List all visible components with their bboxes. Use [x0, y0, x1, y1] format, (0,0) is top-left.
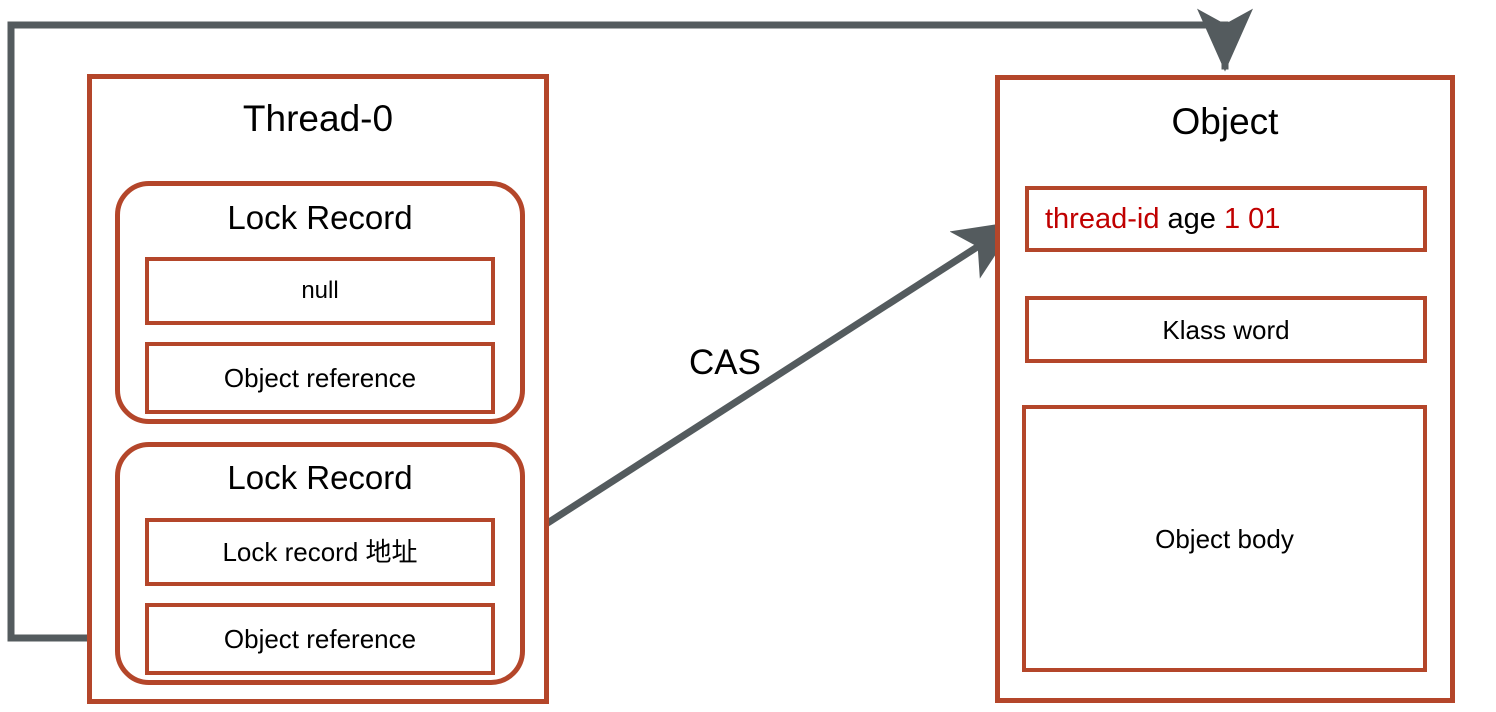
object-title: Object [1171, 101, 1279, 142]
object-klass-word-row: Klass word [1025, 296, 1427, 363]
cas-label: CAS [689, 343, 761, 382]
lock-record-2-title: Lock Record [227, 459, 413, 496]
object-klass-word-label: Klass word [1162, 314, 1290, 345]
thread-title: Thread-0 [242, 98, 394, 139]
mark-word-age: age [1167, 202, 1216, 235]
mark-word-bits: 1 01 [1223, 202, 1281, 235]
lock-record-1-row-object-reference-label: Object reference [223, 363, 417, 393]
object-body-row: Object body [1022, 405, 1427, 672]
lock-record-2-row-object-reference: Object reference [145, 603, 495, 675]
lock-record-1-title: Lock Record [227, 199, 413, 236]
lock-record-1-row-null: null [145, 257, 495, 325]
lock-record-1-row-object-reference: Object reference [145, 342, 495, 414]
lock-record-1-row-null-label: null [301, 277, 339, 304]
mark-word-thread-id: thread-id [1045, 202, 1160, 235]
mark-word-space-2 [1216, 203, 1224, 235]
object-mark-word-row: thread-id age 1 01 [1025, 186, 1427, 252]
lock-record-2-row-object-reference-label: Object reference [223, 624, 417, 654]
lock-record-2-row-lock-record-address-label: Lock record 地址 [222, 537, 418, 567]
object-body-label: Object body [1155, 523, 1294, 554]
object-mark-word-text: thread-id age 1 01 [1045, 202, 1281, 235]
connector-cas [440, 220, 1018, 606]
lock-record-2-row-lock-record-address: Lock record 地址 [145, 518, 495, 586]
mark-word-space-1 [1159, 203, 1167, 235]
